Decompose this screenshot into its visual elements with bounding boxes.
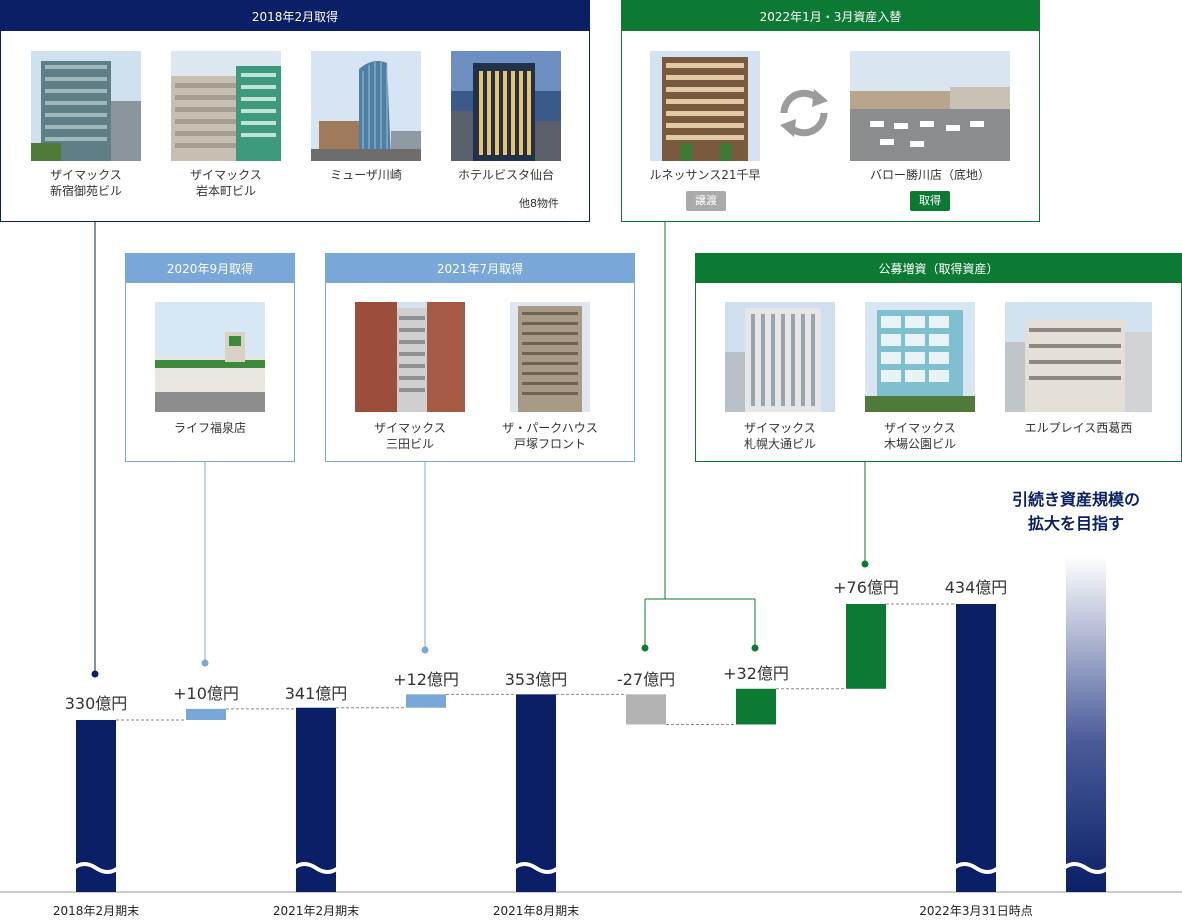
box-title: 2018年2月取得 xyxy=(1,1,589,31)
x-axis-label: 2018年2月期末 xyxy=(52,904,140,918)
photo-kiba-koen xyxy=(865,302,975,412)
bar-future xyxy=(1066,556,1106,892)
acquisition-box-2020-sep: 2020年9月取得 ライフ福泉店 xyxy=(125,253,295,462)
prop-label: バロー勝川店（底地） xyxy=(869,168,990,182)
leader-offering-dot xyxy=(861,560,869,568)
public-offering-box: 公募増資（取得資産） ザイマックス 札幌大通ビル ザイマックス 木場公園ビル エ… xyxy=(695,253,1182,462)
photo-shinjuku-gyoen xyxy=(31,51,141,161)
box-title: 2022年1月・3月資産入替 xyxy=(622,1,1039,31)
goal-message: 引続き資産規模の 拡大を目指す xyxy=(1011,490,1140,533)
asset-swap-box-2022: 2022年1月・3月資産入替 ルネッサンス21千早 譲渡 バロー勝川店（底地） … xyxy=(621,0,1040,222)
bar-delta xyxy=(626,694,666,725)
bar-total xyxy=(516,694,556,892)
bar-total xyxy=(956,604,996,892)
prop-label: ザイマックス 新宿御苑ビル xyxy=(49,168,122,198)
bar-value-label: +10億円 xyxy=(173,684,239,703)
transfer-tag: 譲渡 xyxy=(686,191,726,211)
x-axis-label: 2022年3月31日時点 xyxy=(919,904,1033,918)
prop-label: ザイマックス 三田ビル xyxy=(374,421,446,451)
bar-delta xyxy=(846,604,886,689)
photo-hotel-vista-sendai xyxy=(451,51,561,161)
prop-label: ルネッサンス21千早 xyxy=(649,168,761,182)
photo-park-house-totsuka xyxy=(510,302,590,412)
leader-2021-dot xyxy=(421,646,429,654)
prop-label: ホテルビスタ仙台 xyxy=(457,168,554,182)
leader-2018-dot xyxy=(91,670,99,678)
prop-label: ミューザ川崎 xyxy=(330,168,402,182)
box-title: 公募増資（取得資産） xyxy=(696,254,1181,283)
leader-swap-transfer-dot xyxy=(641,644,649,652)
bar-value-label: +76億円 xyxy=(833,578,899,597)
axis-break-mark xyxy=(1062,862,1110,874)
acquisition-box-2018-feb: 2018年2月取得 ザイマックス 新宿御苑ビル ザイマックス 岩本町ビル ミュー… xyxy=(0,0,590,222)
bar-value-label: +12億円 xyxy=(393,670,459,689)
bar-value-label: 330億円 xyxy=(64,694,128,713)
swap-cycle-icon xyxy=(774,83,834,143)
photo-renaissance21-chihaya xyxy=(650,51,760,161)
prop-label: エルプレイス西葛西 xyxy=(1024,421,1133,435)
bar-value-label: +32億円 xyxy=(723,664,789,683)
bar-total xyxy=(296,707,336,892)
bar-delta xyxy=(186,708,226,720)
bar-value-label: 434億円 xyxy=(944,578,1008,597)
acquisition-box-2021-jul: 2021年7月取得 ザイマックス 三田ビル ザ・パークハウス 戸塚フロント xyxy=(325,253,635,462)
x-axis-label: 2021年2月期末 xyxy=(272,904,360,918)
bar-value-label: 353億円 xyxy=(504,670,568,689)
photo-iwamotocho xyxy=(171,51,281,161)
prop-label: ザイマックス 札幌大通ビル xyxy=(743,421,816,451)
bar-value-label: -27億円 xyxy=(616,670,676,689)
photo-sapporo-odori xyxy=(725,302,835,412)
photo-valor-kachigawa xyxy=(850,51,1010,161)
prop-label: ザイマックス 岩本町ビル xyxy=(190,168,262,198)
photo-elplace-nishikasai xyxy=(1005,302,1152,412)
bar-delta xyxy=(406,694,446,708)
other-properties-note: 他8物件 xyxy=(519,197,559,210)
acquire-tag: 取得 xyxy=(910,191,950,211)
leader-2020-dot xyxy=(201,659,209,667)
box-title: 2020年9月取得 xyxy=(126,254,294,283)
axis-break-mark xyxy=(952,862,1000,874)
photo-muza-kawasaki xyxy=(311,51,421,161)
prop-label: ザ・パークハウス 戸塚フロント xyxy=(502,421,598,451)
box-title: 2021年7月取得 xyxy=(326,254,634,283)
axis-break-mark xyxy=(72,862,120,874)
prop-label: ザイマックス 木場公園ビル xyxy=(883,421,956,451)
photo-life-fukuizumi xyxy=(155,302,265,412)
bar-value-label: 341億円 xyxy=(284,684,348,703)
x-axis-label: 2021年8月期末 xyxy=(492,904,580,918)
axis-break-mark xyxy=(292,862,340,874)
prop-label: ライフ福泉店 xyxy=(173,421,246,435)
leader-swap-acquire-dot xyxy=(751,644,759,652)
axis-break-mark xyxy=(512,862,560,874)
photo-mita xyxy=(355,302,465,412)
bar-delta xyxy=(736,688,776,725)
